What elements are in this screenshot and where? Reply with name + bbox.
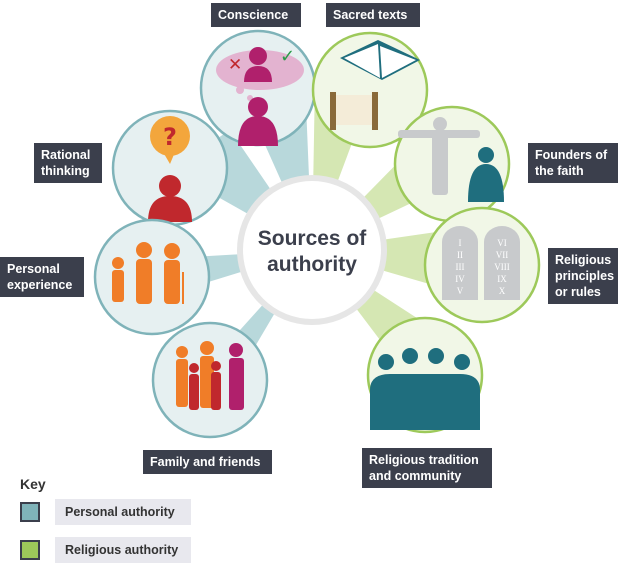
family-circle: [151, 321, 269, 439]
label-family: Family and friends: [143, 450, 272, 474]
tablets-icon: [442, 226, 520, 300]
key-title: Key: [20, 476, 46, 492]
principles-line3: or rules: [555, 285, 601, 299]
cross-icon: ✕: [228, 55, 242, 75]
tablet-numeral: I: [459, 238, 462, 248]
buddha-icon: [468, 147, 504, 202]
founders-circle: [393, 105, 511, 223]
label-tradition: Religious tradition and community: [362, 448, 492, 488]
label-rational-thinking: Rational thinking: [34, 143, 102, 183]
personal-line2: experience: [7, 278, 73, 292]
tradition-line2: and community: [369, 469, 462, 483]
crowd-icon: [370, 348, 480, 430]
tablet-numeral: III: [456, 262, 465, 272]
sacred-texts-circle: [311, 31, 429, 149]
tradition-circle: [366, 316, 484, 434]
family-group-icon: [176, 341, 244, 410]
people-ages-icon: [112, 242, 184, 304]
tablet-numeral: IX: [497, 274, 507, 284]
principles-line1: Religious: [555, 253, 612, 267]
book-icon: [340, 40, 420, 80]
scroll-icon: [330, 92, 378, 130]
rational-line1: Rational: [41, 148, 91, 162]
tradition-line1: Religious tradition: [369, 453, 479, 467]
tablet-numeral: X: [499, 286, 506, 296]
center-title-line2: authority: [267, 253, 357, 276]
thought-person-icon: [238, 47, 278, 146]
founders-line1: Founders of: [535, 148, 608, 162]
label-principles: Religious principles or rules: [548, 248, 618, 304]
tablet-numeral: II: [457, 250, 463, 260]
label-founders: Founders of the faith: [528, 143, 618, 183]
statue-icon: [398, 117, 480, 195]
label-personal-experience: Personal experience: [0, 257, 84, 297]
check-icon: ✓: [280, 46, 295, 67]
rational-circle: ?: [111, 109, 229, 227]
center-hub: [237, 175, 387, 325]
tablet-numeral: VII: [496, 250, 509, 260]
center-title-line1: Sources of: [258, 227, 368, 250]
tablet-numeral: V: [457, 286, 464, 296]
tablet-numeral: VIII: [494, 262, 510, 272]
key-swatch-personal: [20, 502, 40, 522]
principles-circle: I II III IV V VI VII VIII IX X: [423, 206, 541, 324]
tablet-numeral: VI: [497, 238, 507, 248]
conscience-circle: ✕ ✓: [199, 29, 317, 147]
founders-line2: the faith: [535, 164, 584, 178]
thinking-person-icon: [148, 175, 192, 222]
key-label-religious: Religious authority: [55, 537, 191, 563]
label-sacred-texts: Sacred texts: [326, 3, 420, 27]
personal-circle: [93, 218, 211, 336]
question-mark-icon: ?: [163, 123, 177, 151]
tablet-numeral: IV: [455, 274, 465, 284]
key-label-personal: Personal authority: [55, 499, 191, 525]
personal-line1: Personal: [7, 262, 60, 276]
label-conscience: Conscience: [211, 3, 301, 27]
key-swatch-religious: [20, 540, 40, 560]
principles-line2: principles: [555, 269, 615, 283]
rational-line2: thinking: [41, 164, 90, 178]
